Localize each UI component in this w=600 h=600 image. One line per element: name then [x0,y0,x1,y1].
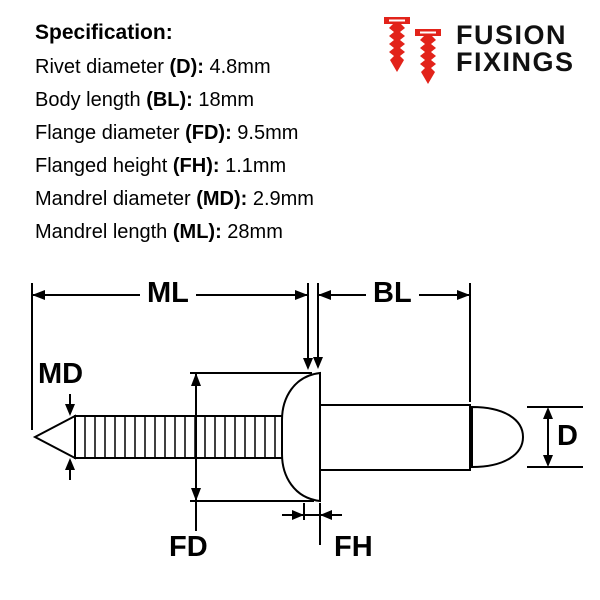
spec-value: 2.9mm [252,188,314,210]
spec-key: (MD): [196,188,248,210]
dim-label-md: MD [38,358,84,390]
dim-label-d: D [557,420,578,452]
spec-label: Flanged height [35,155,168,177]
spec-key: (FH): [172,155,220,177]
logo-text: FUSION FIXINGS [456,22,575,76]
dim-md [65,394,75,480]
screw-icon [415,29,441,84]
specification-block: Specification: Rivet diameter (D): 4.8mm… [35,20,314,249]
fusion-fixings-logo: FUSION FIXINGS [383,16,575,92]
spec-label: Body length [35,89,141,111]
spec-row: Flanged height (FH): 1.1mm [35,150,314,183]
screws-ff-monogram-icon [384,17,441,84]
spec-value: 4.8mm [209,56,271,78]
spec-row: Rivet diameter (D): 4.8mm [35,51,314,84]
spec-key: (D): [169,56,204,78]
spec-label: Mandrel length [35,221,168,243]
spec-row: Flange diameter (FD): 9.5mm [35,117,314,150]
mandrel-tip [32,414,76,460]
flange [281,371,321,503]
spec-value: 9.5mm [237,122,299,144]
dim-d [527,406,583,468]
dim-bl [313,283,471,402]
spec-value: 18mm [198,89,254,111]
screw-icon [384,17,410,72]
dim-fd [190,372,314,531]
spec-label: Mandrel diameter [35,188,191,210]
spec-row: Mandrel length (ML): 28mm [35,216,314,249]
dim-fh [282,503,342,545]
spec-label: Flange diameter [35,122,180,144]
rivet-body [319,404,471,471]
spec-row: Mandrel diameter (MD): 2.9mm [35,183,314,216]
spec-key: (ML): [172,221,222,243]
logo-line2: FIXINGS [456,47,575,77]
spec-key: (BL): [146,89,193,111]
spec-value: 1.1mm [225,155,287,177]
dim-label-bl: BL [366,277,419,309]
spec-value: 28mm [227,221,283,243]
spec-key: (FD): [185,122,232,144]
dim-label-fh: FH [334,531,373,563]
logo-line1: FUSION [456,20,568,50]
spec-label: Rivet diameter [35,56,164,78]
spec-row: Body length (BL): 18mm [35,84,314,117]
mandrel-head [471,405,525,469]
spec-heading: Specification: [35,21,173,44]
mandrel-shaft [74,415,284,459]
dim-label-ml: ML [140,277,196,309]
dim-label-fd: FD [169,531,208,563]
